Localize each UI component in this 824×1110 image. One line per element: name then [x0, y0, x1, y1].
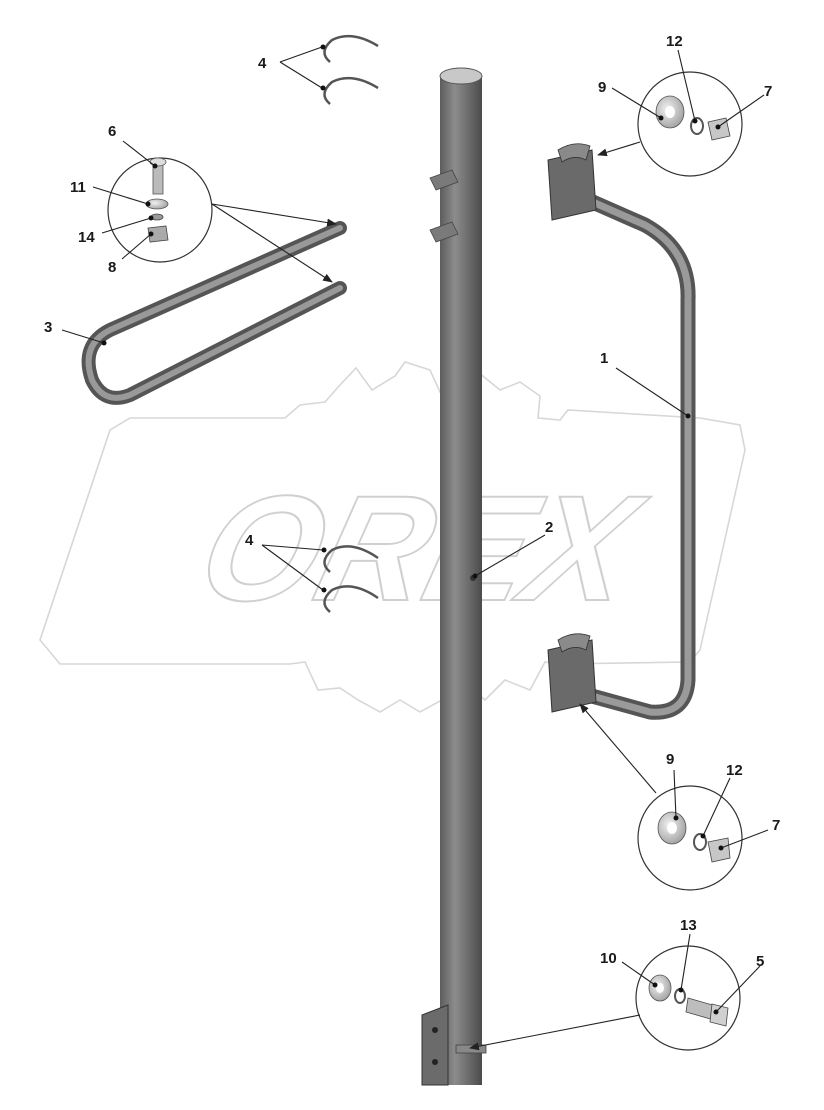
callout-14: 14: [78, 229, 95, 246]
clamps-top: [323, 34, 379, 105]
callout-4-top: 4: [258, 55, 267, 72]
leaders: [61, 44, 769, 1051]
callouts: 4 6 11 14 8 3 12 9 7 1 2 4 9 12 7 13 10 …: [44, 33, 780, 970]
callout-12-bottom: 12: [726, 762, 743, 779]
callout-11: 11: [70, 179, 86, 196]
callout-9-top: 9: [598, 79, 606, 96]
callout-2: 2: [545, 519, 553, 536]
detail-circle-top-right: [637, 71, 743, 177]
callout-5: 5: [756, 953, 764, 970]
clamps-mid: [323, 545, 379, 613]
callout-6: 6: [108, 123, 116, 140]
u-handle: [81, 221, 347, 405]
callout-4-mid: 4: [245, 532, 254, 549]
callout-12-top: 12: [666, 33, 683, 50]
pole: [421, 67, 487, 1086]
callout-3: 3: [44, 319, 52, 336]
watermark: OREX: [39, 361, 746, 713]
watermark-text: OREX: [185, 465, 660, 632]
callout-9-bottom: 9: [666, 751, 674, 768]
callout-1: 1: [600, 350, 608, 367]
callout-13: 13: [680, 917, 697, 934]
detail-circle-bottom-right: [637, 785, 743, 891]
detail-circle-base: [635, 945, 741, 1051]
handrail: [547, 143, 696, 720]
callout-10: 10: [600, 950, 617, 967]
callout-7-bottom: 7: [772, 817, 780, 834]
callout-8: 8: [108, 259, 116, 276]
detail-circle-top-left: [107, 157, 213, 263]
callout-7-top: 7: [764, 83, 772, 100]
